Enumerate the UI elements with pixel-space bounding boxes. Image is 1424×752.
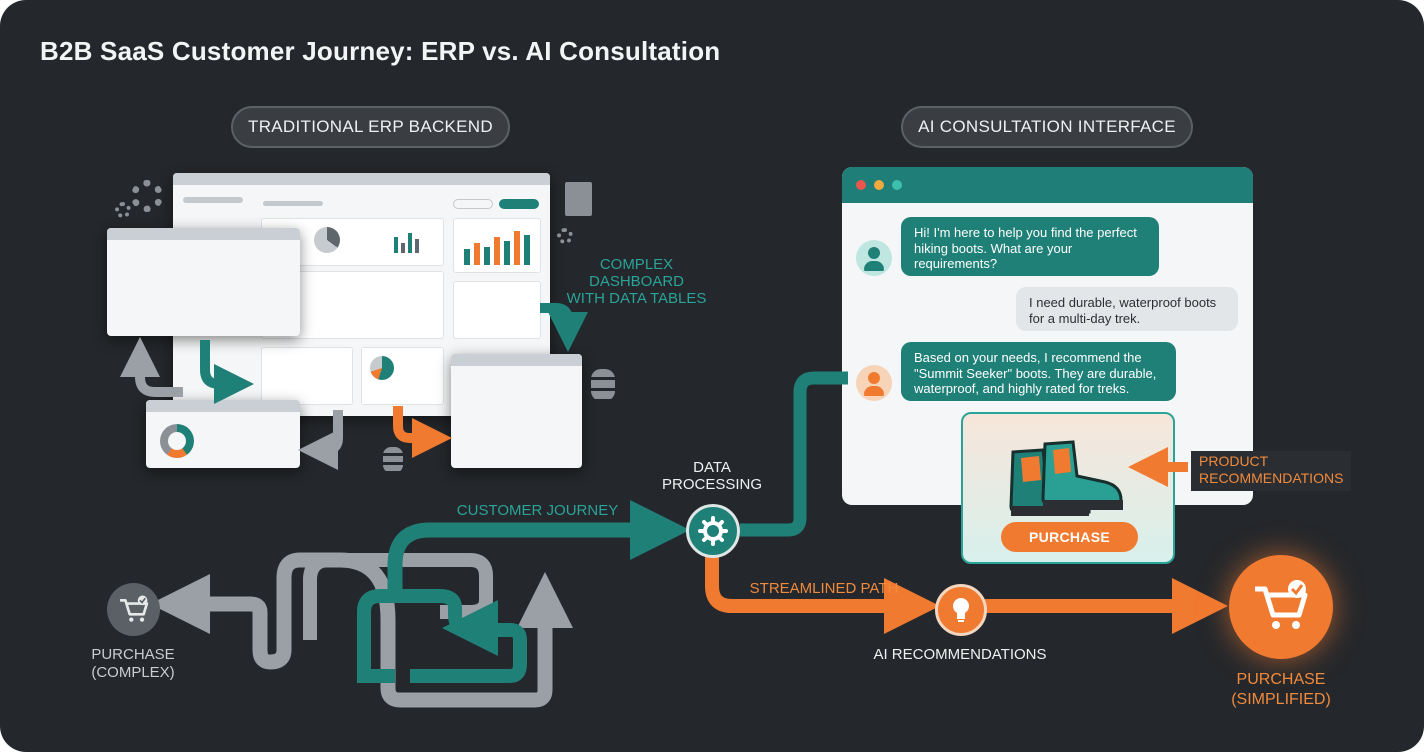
label-line: DATA [693, 459, 731, 476]
bot-message-2: Based on your needs, I recommend the "Su… [901, 342, 1176, 401]
header-line [263, 201, 323, 206]
product-recommendations-label: PRODUCT RECOMMENDATIONS [1191, 451, 1351, 491]
donut-chart [160, 424, 194, 458]
message-line: waterproof, and highly rated for treks. [914, 381, 1130, 396]
data-processing-label: DATA PROCESSING [662, 459, 762, 493]
gear-icon [698, 516, 728, 546]
message-line: requirements? [914, 256, 998, 271]
purchase-simplified-label: PURCHASE (SIMPLIFIED) [1206, 670, 1356, 710]
label-line: PRODUCT [1199, 453, 1269, 469]
window-titlebar [107, 228, 300, 240]
bar [514, 231, 520, 265]
purchase-button[interactable]: PURCHASE [1001, 522, 1138, 552]
bar [524, 235, 530, 265]
bar [484, 247, 490, 265]
sidebar-line [183, 197, 243, 203]
annotation-line: DASHBOARD [588, 273, 685, 290]
window-titlebar [173, 173, 550, 185]
label-line: PURCHASE [91, 646, 175, 663]
cart-icon [1255, 580, 1308, 629]
purchase-simplified-node [1229, 555, 1333, 659]
mini-bar [394, 237, 398, 253]
user-avatar-icon [856, 365, 892, 401]
complex-path [150, 552, 553, 708]
annotation-line: COMPLEX [599, 256, 674, 273]
erp-table-window [107, 228, 300, 336]
ai-header-pill: AI CONSULTATION INTERFACE [901, 106, 1193, 148]
bar [464, 249, 470, 265]
erp-header-pill: TRADITIONAL ERP BACKEND [231, 106, 510, 148]
bar [474, 243, 480, 265]
message-line: Based on your needs, I recommend the [914, 350, 1142, 365]
annotation-line: WITH DATA TABLES [566, 290, 707, 307]
maximize-dot[interactable] [892, 180, 902, 190]
erp-flow-arrow [200, 340, 254, 404]
product-card[interactable]: PURCHASE [961, 412, 1175, 564]
bar-chart-card [453, 218, 541, 273]
lightbulb-icon [953, 598, 969, 622]
processing-to-chat-path [740, 371, 848, 537]
cart-icon [119, 595, 148, 622]
label-line: PROCESSING [662, 476, 763, 493]
page-title: B2B SaaS Customer Journey: ERP vs. AI Co… [40, 36, 721, 66]
purchase-complex-node [107, 583, 160, 636]
action-button [499, 199, 539, 209]
window-titlebar [451, 354, 582, 366]
streamlined-path-label: STREAMLINED PATH [749, 580, 899, 597]
area-chart-card [261, 347, 353, 405]
purchase-complex-label: PURCHASE (COMPLEX) [72, 646, 194, 682]
bar [504, 241, 510, 265]
checkmark-icon [1290, 584, 1304, 596]
label-line: PURCHASE [1236, 671, 1326, 688]
message-line: Hi! I'm here to help you find the perfec… [914, 225, 1137, 240]
erp-flow-arrow [120, 337, 183, 397]
line-chart-card [453, 281, 541, 339]
erp-flow-arrow [393, 406, 452, 458]
customer-journey-label: CUSTOMER JOURNEY [456, 502, 619, 519]
bar [494, 237, 500, 265]
gear-icon [115, 202, 131, 218]
erp-flow-arrow [298, 410, 343, 470]
erp-annotation: COMPLEX DASHBOARD WITH DATA TABLES [565, 256, 708, 307]
gear-icon [131, 180, 163, 212]
user-message: I need durable, waterproof boots for a m… [1016, 287, 1238, 331]
database-icon [591, 369, 615, 401]
donut-chart [370, 356, 394, 380]
chat-titlebar [842, 167, 1253, 203]
label-line: RECOMMENDATIONS [1199, 470, 1344, 486]
erp-flow-arrow [540, 303, 588, 352]
window-titlebar [146, 400, 300, 412]
close-dot[interactable] [856, 180, 866, 190]
mini-bar [415, 239, 419, 253]
mini-bar [408, 233, 412, 253]
message-line: I need durable, waterproof boots [1029, 295, 1217, 310]
mini-bar [401, 243, 405, 253]
database-icon [383, 447, 403, 473]
gear-icon [557, 228, 573, 244]
bot-message-1: Hi! I'm here to help you find the perfec… [901, 217, 1159, 276]
label-line: (SIMPLIFIED) [1231, 691, 1331, 708]
search-box [453, 199, 493, 209]
checkmark-icon [138, 597, 146, 604]
message-line: for a multi-day trek. [1029, 310, 1141, 326]
ai-recommendations-label: AI RECOMMENDATIONS [873, 646, 1047, 663]
message-line: "Summit Seeker" boots. They are durable, [914, 365, 1157, 381]
message-line: hiking boots. What are your [914, 240, 1073, 256]
erp-table-window-2 [451, 354, 582, 468]
boot-icon [1009, 440, 1123, 516]
customer-journey-path [387, 500, 690, 600]
erp-charts-window [146, 400, 300, 468]
data-processing-node [686, 504, 740, 558]
ai-recommendations-node [935, 584, 987, 636]
pie-chart [314, 227, 340, 253]
bot-avatar-icon [856, 240, 892, 276]
minimize-dot[interactable] [874, 180, 884, 190]
document-icon [565, 182, 592, 216]
streamlined-path [705, 552, 940, 634]
donut-card [361, 347, 444, 405]
label-line: (COMPLEX) [91, 664, 175, 681]
